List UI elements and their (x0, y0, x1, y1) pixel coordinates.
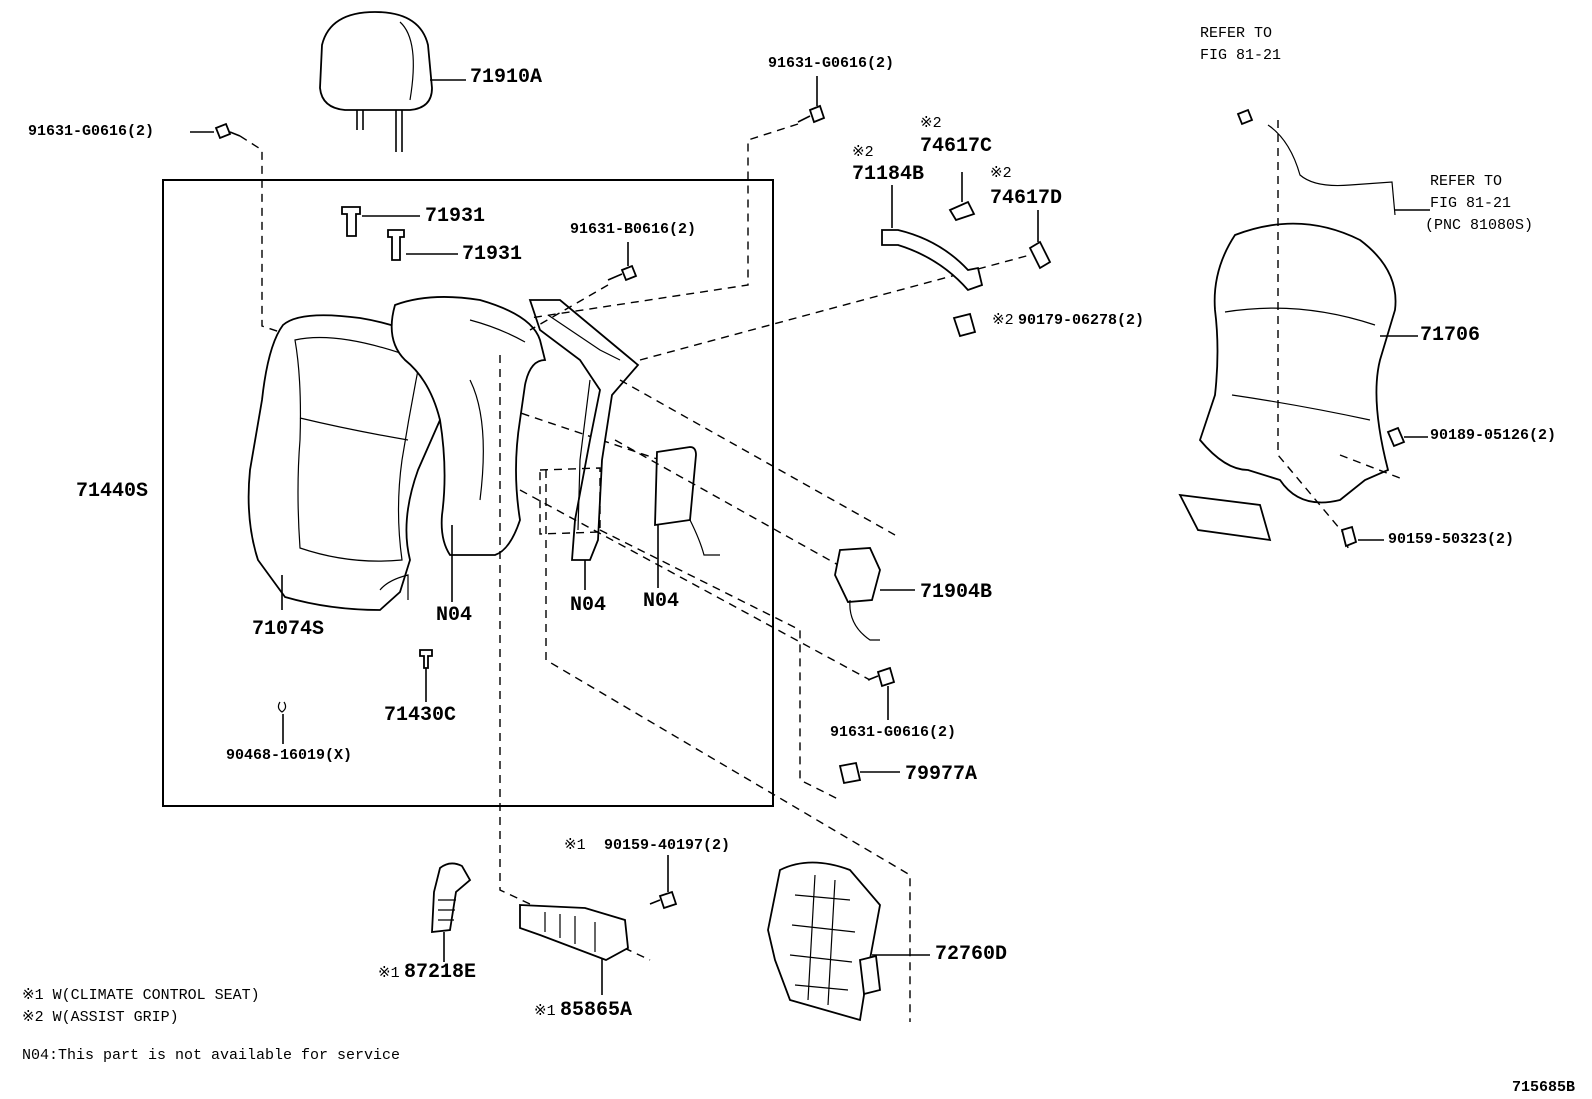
label-lumbar: 72760D (935, 943, 1008, 966)
label-nut: 90179-06278(2) (1018, 312, 1145, 329)
label-lumbar-switch: 71904B (920, 581, 993, 604)
label-headrest: 71910A (470, 66, 543, 89)
bolt-icon (649, 855, 678, 910)
label-duct-mark: ※1 (378, 965, 400, 982)
label-cap-d-mark: ※2 (990, 165, 1012, 182)
cap-icon (948, 172, 1052, 270)
airbag-icon (654, 446, 720, 588)
label-hog-ring: 90468-16019(X) (226, 747, 353, 764)
label-refer-right-1: REFER TO (1430, 173, 1503, 190)
label-airbag-n04: N04 (643, 590, 680, 613)
label-support-2: 71931 (462, 243, 523, 266)
label-cover: 71074S (252, 618, 325, 641)
back-board-icon (1178, 222, 1418, 542)
bolt-icon (607, 242, 638, 282)
label-blower-mark: ※1 (534, 1003, 556, 1020)
label-bolt-top-left: 91631-G0616(2) (28, 123, 155, 140)
label-grip: 71184B (852, 163, 925, 186)
label-blower: 85865A (560, 999, 633, 1022)
label-refer-right-3: (PNC 81080S) (1425, 217, 1534, 234)
wire-harness-icon (1236, 108, 1430, 216)
label-refer-right-2: FIG 81-21 (1430, 195, 1512, 212)
label-clip-b: 90159-50323(2) (1388, 531, 1515, 548)
label-pad-n04: N04 (436, 604, 473, 627)
assist-grip-icon (881, 185, 984, 292)
label-refer-top-2: FIG 81-21 (1200, 47, 1282, 64)
hog-ring-icon (277, 701, 287, 744)
assembly-frame-box (162, 179, 774, 807)
bolt-icon (867, 666, 896, 720)
label-screw-duct: 90159-40197(2) (604, 837, 731, 854)
headrest-icon (319, 11, 466, 152)
label-refer-top-1: REFER TO (1200, 25, 1273, 42)
seatback-cover-icon (247, 314, 454, 611)
label-clip-a: 90189-05126(2) (1430, 427, 1557, 444)
label-screw-duct-mark: ※1 (564, 837, 586, 854)
label-cap-c: 74617C (920, 135, 993, 158)
bolt-icon (190, 122, 241, 140)
label-bolt-top-mid: 91631-G0616(2) (768, 55, 895, 72)
legend-line-2: ※2 W(ASSIST GRIP) (22, 1009, 179, 1026)
label-frame-n04: N04 (570, 594, 607, 617)
blower-icon (519, 904, 629, 995)
label-cap-d: 74617D (990, 187, 1063, 210)
duct-icon (431, 862, 472, 962)
label-support-1: 71931 (425, 205, 486, 228)
seatback-pad-icon (390, 296, 547, 602)
lumbar-switch-icon (834, 547, 915, 641)
label-cap-lower: 79977A (905, 763, 978, 786)
label-bolt-lower: 91631-G0616(2) (830, 724, 957, 741)
support-icon (341, 206, 458, 261)
label-bolt-frame: 91631-B0616(2) (570, 221, 697, 238)
label-assy: 71440S (76, 480, 149, 503)
label-duct: 87218E (404, 961, 477, 984)
clip-icon (1340, 426, 1428, 548)
bolt-icon (797, 76, 826, 124)
label-grip-mark: ※2 (852, 144, 874, 161)
footnote: N04:This part is not available for servi… (22, 1047, 401, 1064)
legend-line-1: ※1 W(CLIMATE CONTROL SEAT) (22, 987, 260, 1004)
seatback-frame-icon (528, 299, 640, 590)
cap-icon (838, 761, 900, 785)
figure-id: 715685B (1512, 1079, 1576, 1096)
lumbar-support-icon (767, 861, 930, 1022)
label-hog-ring-clip: 71430C (384, 704, 457, 727)
label-cap-c-mark: ※2 (920, 115, 942, 132)
label-back-board: 71706 (1420, 324, 1481, 347)
label-nut-mark: ※2 (992, 312, 1014, 329)
nut-icon (952, 312, 977, 338)
clip-icon (419, 649, 433, 702)
